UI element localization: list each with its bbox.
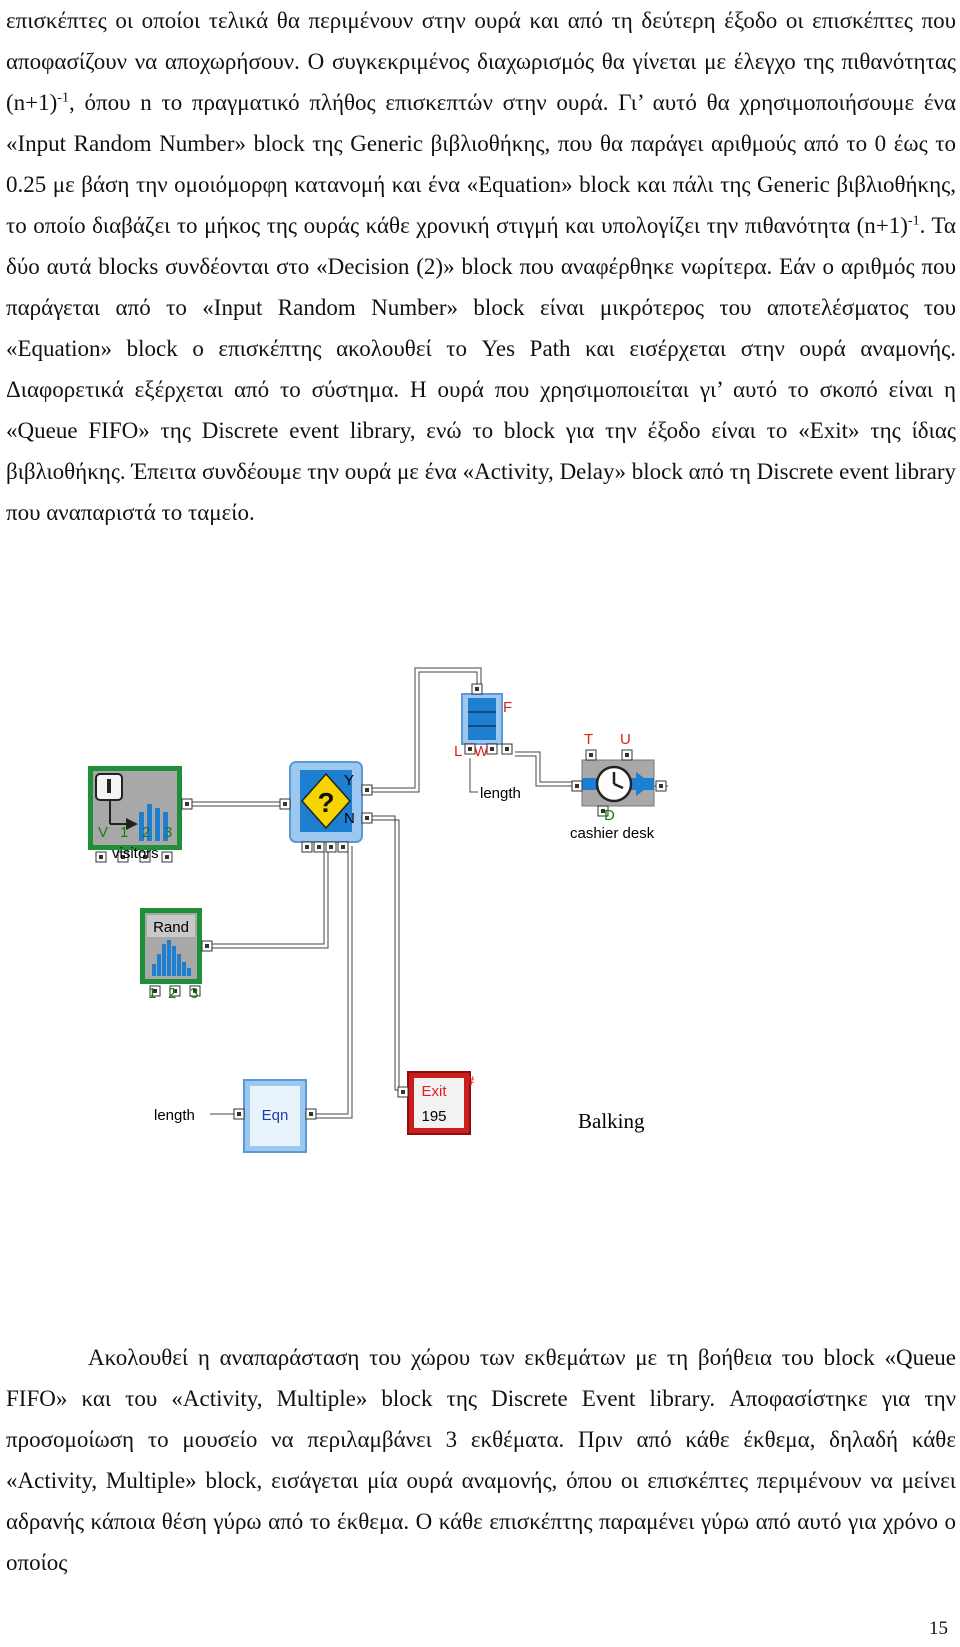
page-number: 15 — [929, 1618, 948, 1639]
queue-port-w-label: W — [474, 743, 489, 760]
queue-fifo-block[interactable] — [461, 683, 513, 755]
visitors-generator-block[interactable]: V V V — [88, 766, 193, 863]
connection-lines — [192, 667, 668, 1119]
visitors-port-2-label: 2 — [142, 824, 150, 841]
decision-no-label: N — [344, 810, 355, 827]
activity-port-d-label: D — [604, 807, 615, 824]
random-port-2-label: 2 — [168, 985, 176, 1002]
diagram-caption: Balking — [578, 1109, 645, 1133]
random-port-1-label: 1 — [148, 985, 156, 1002]
queue-port-f-label: F — [503, 699, 512, 716]
activity-delay-block[interactable] — [571, 749, 667, 817]
queue-length-label: length — [480, 785, 521, 802]
visitors-block-label: visitors — [112, 845, 159, 862]
paragraph-text: επισκέπτες οι οποίοι τελικά θα περιμένου… — [6, 8, 956, 115]
exit-count: 195 — [421, 1108, 446, 1125]
equation-input-length-label: length — [154, 1107, 195, 1124]
decision-symbol: ? — [317, 787, 334, 818]
visitors-port-3-label: 3 — [164, 824, 172, 841]
visitors-port-1-label: 1 — [120, 824, 128, 841]
random-block-title: Rand — [153, 919, 189, 936]
paragraph-text: . Τα δύο αυτά blocks συνδέονται στο «Dec… — [6, 213, 956, 525]
activity-port-u-label: U — [620, 731, 631, 748]
exit-block[interactable]: Exit 195 — [397, 1071, 471, 1135]
exit-block-title: Exit — [421, 1083, 447, 1100]
equation-block-title: Eqn — [262, 1107, 289, 1124]
equation-block[interactable]: Eqn — [233, 1079, 317, 1153]
exit-hash-label: # — [466, 1073, 475, 1090]
random-number-block[interactable]: Rand — [140, 908, 213, 997]
paragraph-balking-description: επισκέπτες οι οποίοι τελικά θα περιμένου… — [6, 0, 956, 533]
balking-model-diagram: V V V V V V 1 2 3 visitors ? Y N — [88, 667, 668, 1153]
paragraph-exhibits: Ακολουθεί η αναπαράσταση του χώρου των ε… — [6, 1345, 956, 1575]
paragraph-text: , όπου n το πραγματικό πλήθος επισκεπτών… — [6, 90, 956, 238]
decision-yes-label: Y — [344, 772, 354, 789]
visitors-v-label: V — [98, 824, 108, 841]
decision-block[interactable]: ? — [279, 761, 373, 853]
activity-block-label: cashier desk — [570, 825, 655, 842]
queue-port-l-label: L — [454, 743, 462, 760]
superscript: -1 — [907, 213, 920, 229]
activity-port-t-label: T — [584, 731, 593, 748]
superscript: -1 — [57, 90, 69, 106]
random-port-3-label: 3 — [190, 985, 198, 1002]
